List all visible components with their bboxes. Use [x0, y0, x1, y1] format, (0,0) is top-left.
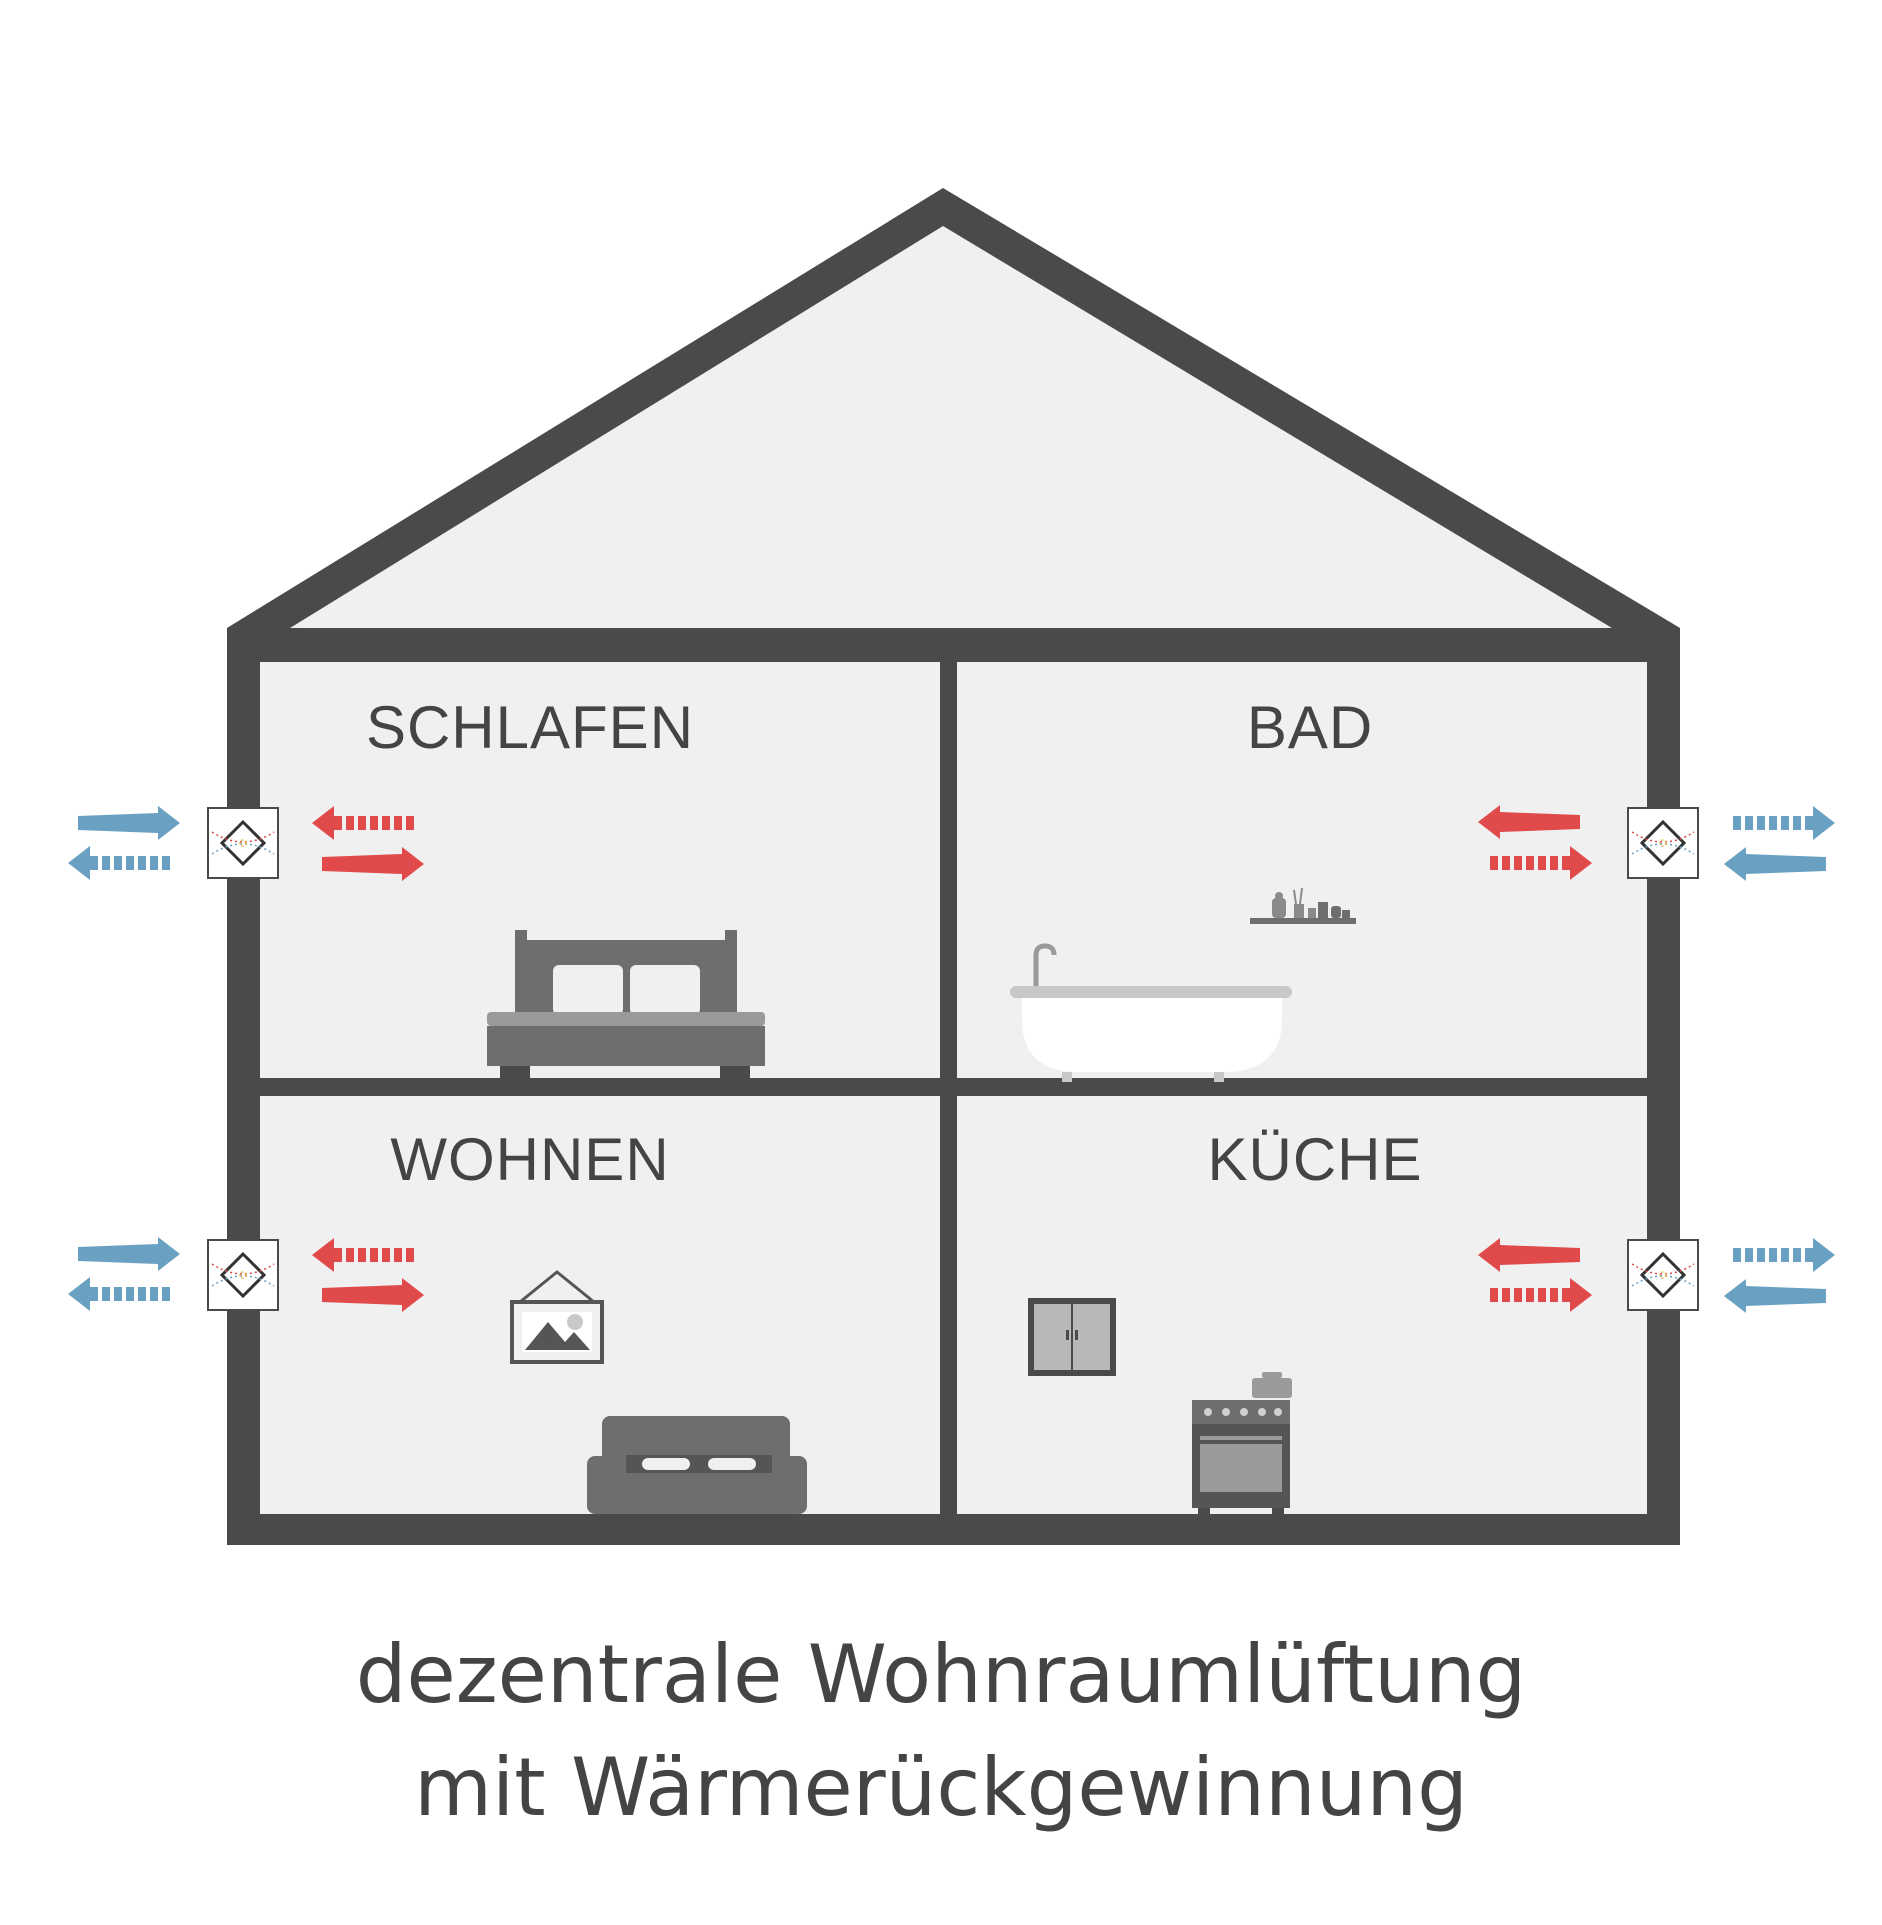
arrow-left-icon	[68, 846, 170, 880]
bed-icon	[487, 930, 765, 1078]
heat-exchanger-icon	[206, 806, 280, 880]
sofa-icon	[587, 1416, 807, 1514]
picture-frame-icon	[510, 1270, 604, 1364]
arrow-left-icon	[1724, 1279, 1826, 1313]
stove-icon	[1192, 1372, 1292, 1514]
arrow-right-icon	[78, 1237, 180, 1271]
shelf-icon	[1250, 887, 1356, 924]
heat-exchanger-icon	[1626, 806, 1700, 880]
arrow-right-icon	[78, 806, 180, 840]
cabinet-icon	[1028, 1298, 1116, 1376]
arrow-right-icon	[1733, 806, 1835, 840]
heat-exchanger-icon	[206, 1238, 280, 1312]
room-label-wohnen: WOHNEN	[390, 1126, 670, 1193]
caption-line-1: dezentrale Wohnraumlüftung	[355, 1628, 1527, 1721]
room-label-bad: BAD	[1246, 694, 1374, 761]
heat-exchanger-icon	[1626, 1238, 1700, 1312]
roof	[227, 188, 1680, 656]
caption-line-2: mit Wärmerückgewinnung	[414, 1741, 1468, 1834]
room-label-kueche: KÜCHE	[1207, 1126, 1423, 1193]
arrow-right-icon	[1733, 1238, 1835, 1272]
bathtub-icon	[1010, 943, 1292, 1082]
room-label-schlafen: SCHLAFEN	[365, 694, 695, 761]
arrow-left-icon	[1724, 847, 1826, 881]
arrow-left-icon	[68, 1277, 170, 1311]
